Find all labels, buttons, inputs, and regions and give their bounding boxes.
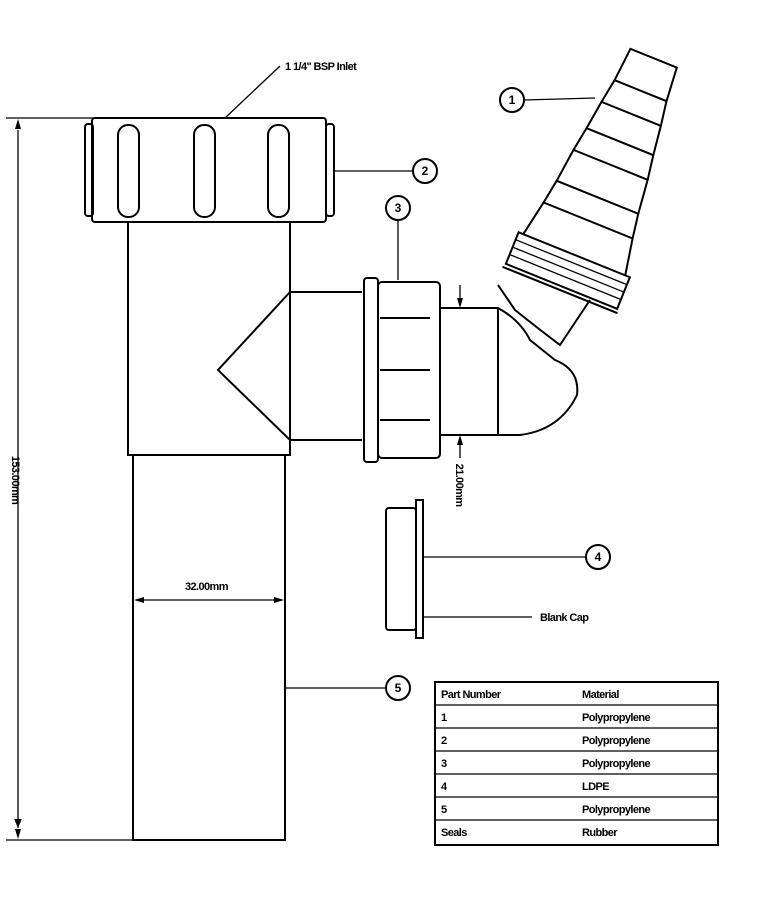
drawing-text: Rubber <box>582 827 618 839</box>
drawing-text: Polypropylene <box>582 758 650 770</box>
tee-body <box>127 222 362 456</box>
drawing-text: 32.00mm <box>185 581 229 593</box>
drawing-text: 3 <box>441 758 447 770</box>
width-dimension: 32.00mm <box>134 581 284 603</box>
blank-cap <box>385 499 532 639</box>
drawing-text: 3 <box>395 201 402 215</box>
drawing-text: Polypropylene <box>582 712 650 724</box>
waste-pipe <box>132 454 286 841</box>
callout-3: 3 <box>385 195 411 280</box>
drawing-text: LDPE <box>582 781 609 793</box>
drawing-text: 5 <box>441 804 447 816</box>
drawing-text: Seals <box>441 827 467 839</box>
branch-dimension: 21.00mm <box>453 285 465 507</box>
table-header: Material <box>582 689 619 701</box>
inlet-nut <box>84 117 335 223</box>
elbow <box>440 284 591 436</box>
table-header: Part Number <box>441 689 502 701</box>
drawing-text: 2 <box>441 735 447 747</box>
drawing-text: Polypropylene <box>582 735 650 747</box>
inlet-label: 1 1/4" BSP Inlet <box>285 61 357 73</box>
drawing-text: Polypropylene <box>582 804 650 816</box>
callout-4: 4 <box>423 544 611 570</box>
height-dimension: 153.00mm <box>6 117 133 841</box>
blank-cap-label: Blank Cap <box>540 612 589 624</box>
callout-5: 5 <box>285 675 411 701</box>
callout-1: 1 <box>499 87 596 113</box>
branch-nut <box>363 277 441 463</box>
drawing-text: 2 <box>422 164 429 178</box>
drawing-text: 153.00mm <box>9 456 21 505</box>
drawing-text: 4 <box>595 550 602 564</box>
drawing-text: 1 <box>509 93 516 107</box>
drawing-text: 5 <box>395 681 402 695</box>
hose-connector <box>502 47 679 315</box>
callout-2: 2 <box>334 158 438 184</box>
drawing-text: 21.00mm <box>453 464 465 508</box>
drawing-text: 4 <box>441 781 448 793</box>
drawing-text: 1 <box>441 712 447 724</box>
